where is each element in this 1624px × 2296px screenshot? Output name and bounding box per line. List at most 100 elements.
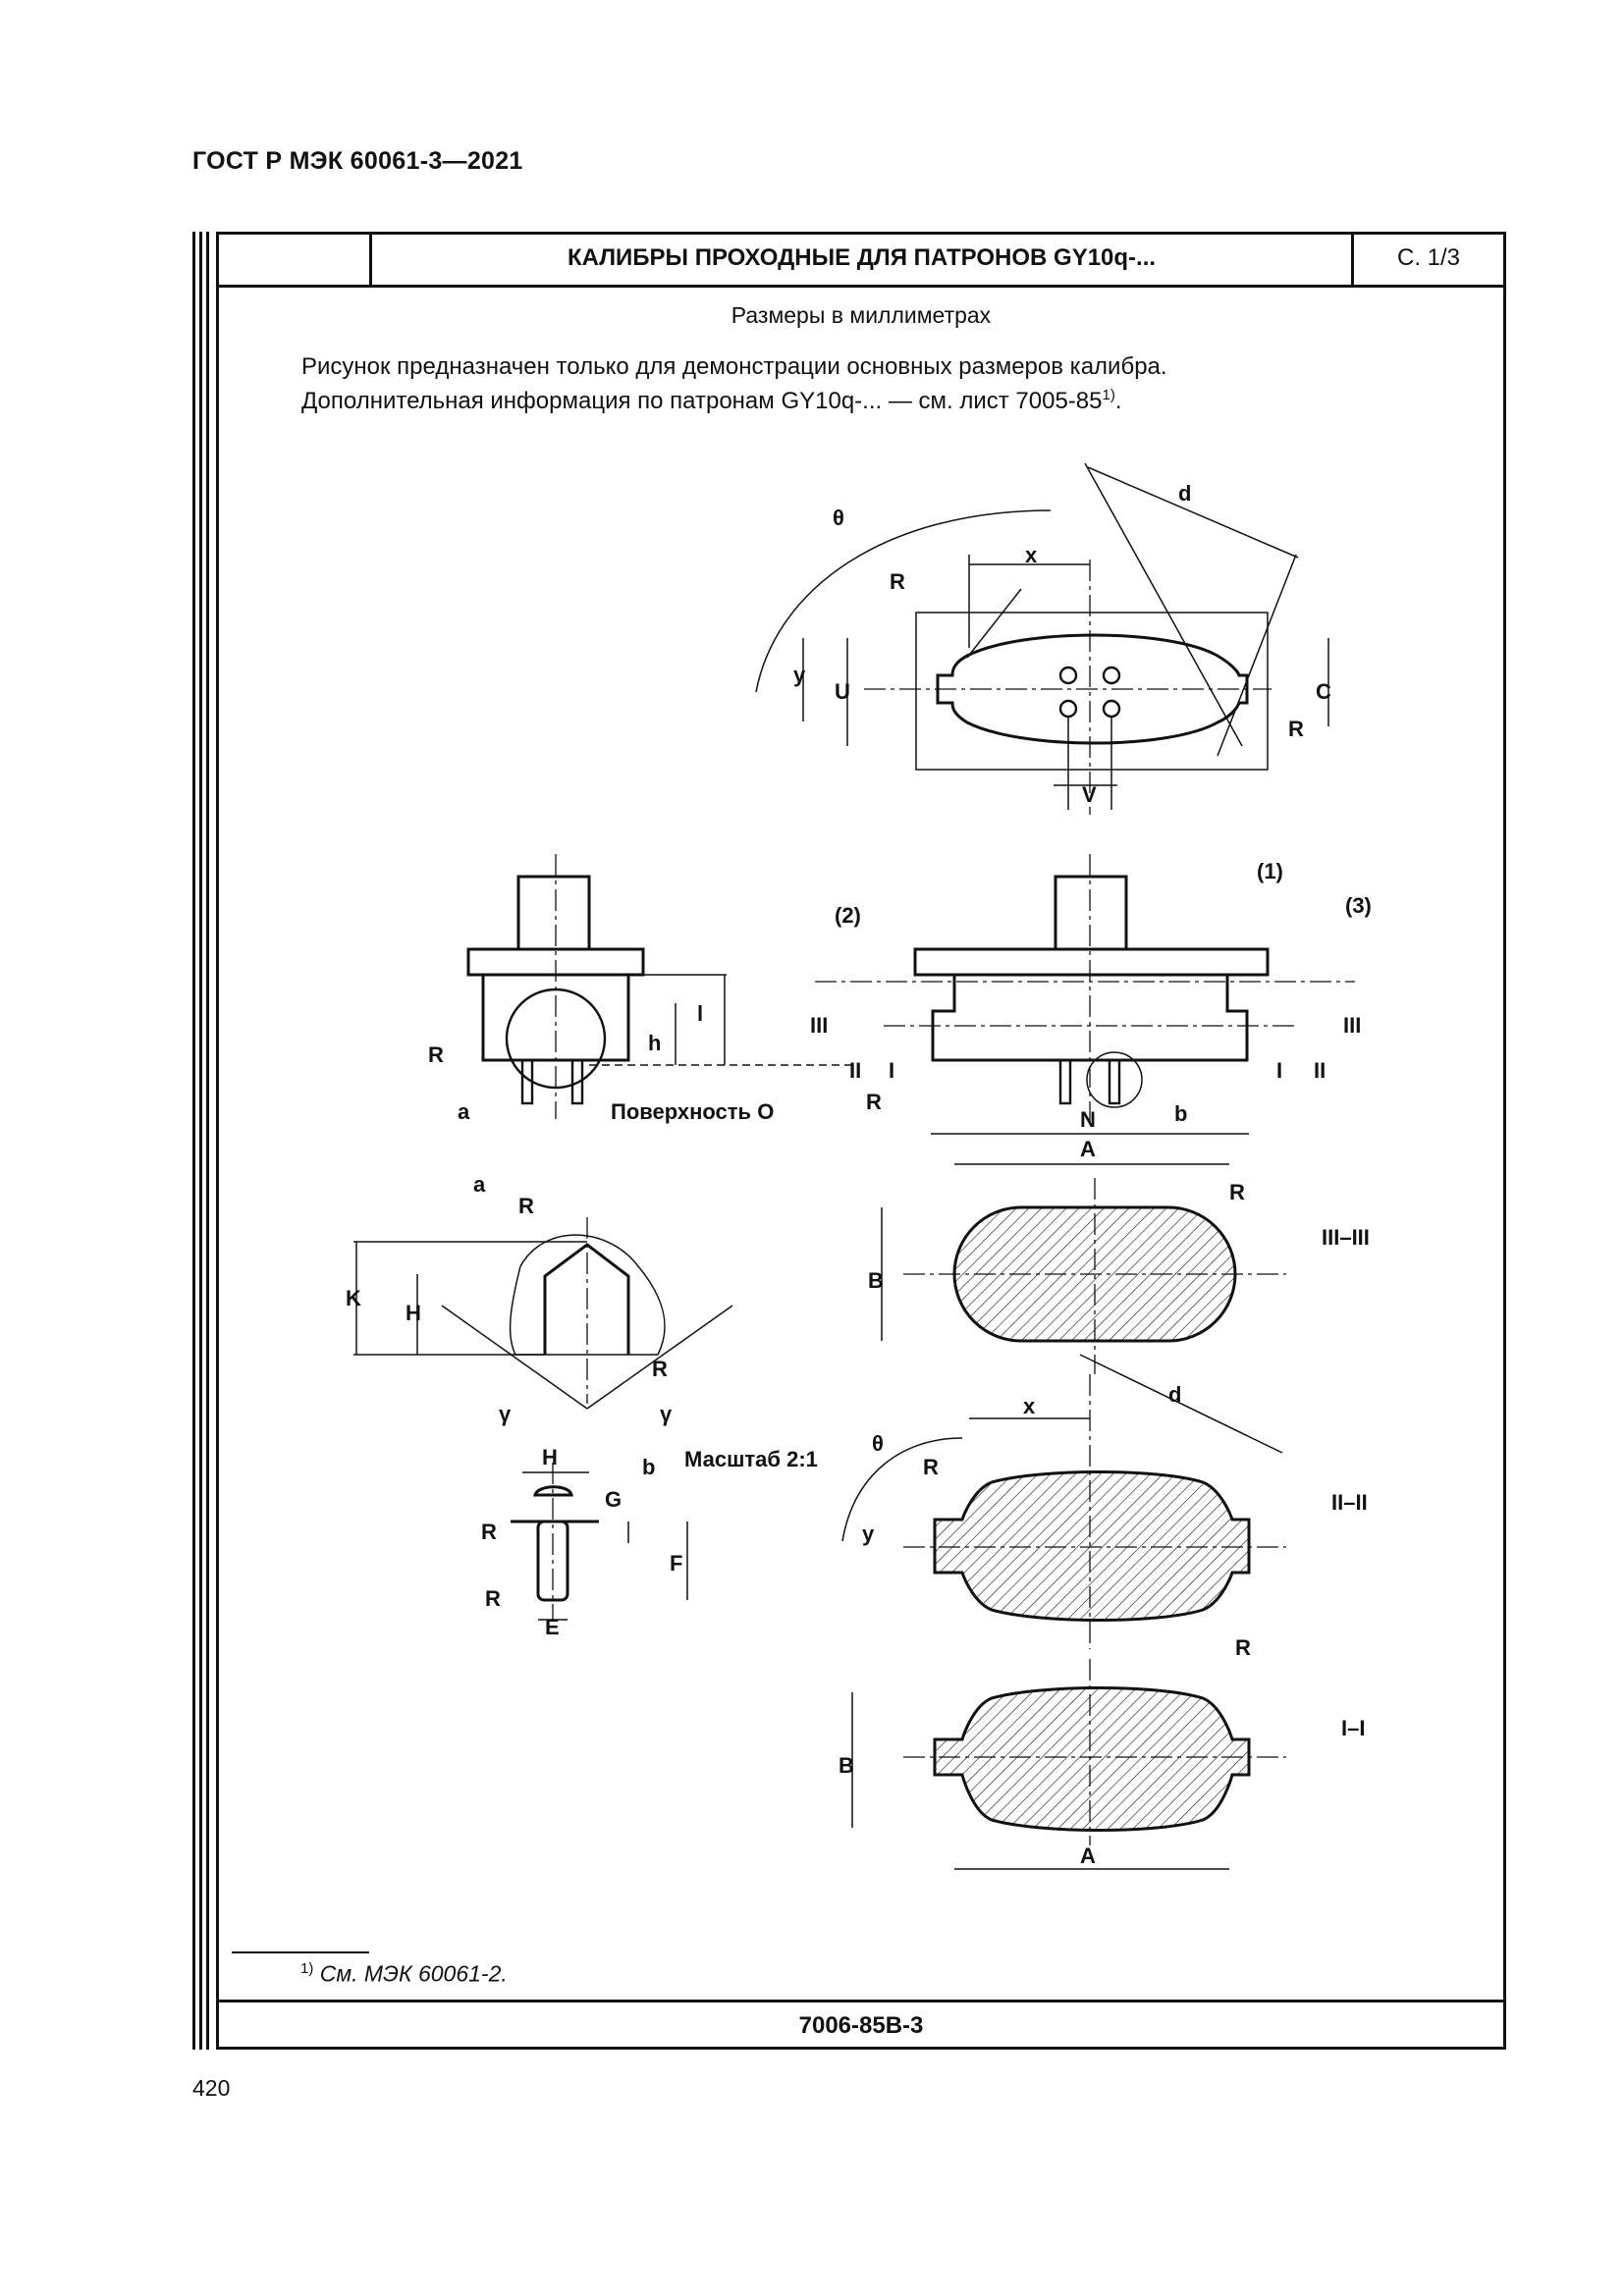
label-section-II: II–II: [1331, 1490, 1368, 1515]
section-II-shape: [933, 1470, 1251, 1622]
label-H1: H: [406, 1301, 421, 1325]
handle: [516, 875, 591, 951]
label-E: E: [545, 1615, 560, 1639]
label-A1: A: [1080, 1843, 1096, 1868]
label-theta2-2: θ: [872, 1431, 884, 1456]
section-I-I: R B A I–I: [839, 1635, 1365, 1870]
label-marker3: (3): [1345, 893, 1372, 918]
dim-d1: [1087, 466, 1299, 559]
footnote-mark: 1): [300, 1960, 314, 1977]
label-marker1: (1): [1257, 859, 1283, 883]
label-b-ref: b: [1174, 1101, 1187, 1126]
label-b: b: [642, 1455, 655, 1479]
dim-theta2-ref: [966, 588, 1022, 659]
label-R12: R: [1229, 1180, 1245, 1204]
flange: [913, 947, 1270, 977]
detail-b-pin: [536, 1520, 569, 1602]
label-R2-side: R: [428, 1042, 444, 1067]
label-H: H: [542, 1445, 558, 1469]
pin: [570, 1058, 584, 1105]
footnote-text: См. МЭК 60061-2.: [319, 1960, 508, 1987]
header-cell-divider: [369, 232, 372, 285]
page-number: 420: [192, 2075, 231, 2101]
sheet-title: КАЛИБРЫ ПРОХОДНЫЕ ДЛЯ ПАТРОНОВ GY10q-...: [567, 244, 1157, 271]
label-N: N: [1080, 1107, 1096, 1132]
front-view: (1) (2) (3) III III II II I I R N b: [810, 854, 1372, 1135]
section-II-II: θ x d R y II–II: [841, 1354, 1368, 1649]
label-B2: B: [868, 1268, 884, 1293]
intro-line-1: Рисунок предназначен только для демонстр…: [301, 353, 1167, 380]
label-R2-a: R: [652, 1357, 668, 1381]
intro-line-2-text: Дополнительная информация по патронам GY…: [301, 388, 1103, 414]
frame-margin-line: [206, 232, 209, 2050]
label-R11: R: [1235, 1635, 1251, 1660]
intro-line-2: Дополнительная информация по патронам GY…: [301, 387, 1122, 415]
label-gamma-left: γ: [499, 1402, 512, 1426]
intro-footnote-ref: 1): [1102, 387, 1115, 403]
label-marker2: (2): [835, 903, 861, 928]
label-R6: R: [485, 1586, 501, 1611]
detail-b-circle: [1086, 1051, 1143, 1108]
handle: [1054, 875, 1128, 951]
code-divider: [216, 2000, 1506, 2002]
label-G: G: [605, 1487, 622, 1512]
label-II-right: II: [1314, 1058, 1326, 1083]
label-x-2: x: [1023, 1394, 1036, 1418]
label-C: C: [1316, 679, 1331, 704]
label-R4: R: [518, 1194, 534, 1218]
label-d1: d: [1178, 481, 1191, 506]
frame-margin-line: [192, 232, 195, 2050]
label-scale: Масштаб 2:1: [684, 1447, 818, 1471]
label-III-right: III: [1343, 1013, 1361, 1038]
side-view: l h R a Поверхность О: [428, 854, 854, 1124]
label-U: U: [835, 679, 850, 704]
label-R22: R: [923, 1455, 939, 1479]
intro-line-2-end: .: [1114, 388, 1122, 414]
label-a: a: [473, 1172, 486, 1197]
pin: [1108, 1058, 1121, 1105]
pin-hole: [1058, 699, 1078, 719]
header-divider: [216, 285, 1506, 288]
label-y: y: [793, 663, 806, 687]
pin-hole: [1058, 666, 1078, 685]
units-note: Размеры в миллиметрах: [731, 302, 992, 328]
label-II-left: II: [849, 1058, 861, 1083]
top-view: θ x d R y U C R V: [755, 462, 1331, 815]
footnote-rule: [232, 1951, 369, 1953]
detail-a-angle-line: [441, 1305, 588, 1410]
sheet-page-ref: С. 1/3: [1396, 244, 1461, 271]
label-A2: A: [1080, 1137, 1096, 1161]
dim-theta2-arc: [755, 509, 1052, 693]
label-R3: R: [1288, 717, 1304, 741]
dim-d1-ext: [1217, 554, 1297, 757]
pin-hole: [1102, 666, 1121, 685]
label-x: x: [1025, 543, 1038, 567]
header-cell-divider: [1351, 232, 1354, 285]
top-view-block: [915, 612, 1269, 771]
label-I-left: I: [889, 1058, 894, 1083]
detail-a: a R K H R γ γ: [346, 1172, 733, 1426]
detail-a-outline: [509, 1234, 666, 1356]
dim-d1-ext: [1084, 462, 1243, 747]
detail-b-head: [533, 1485, 573, 1497]
detail-b: H b Масштаб 2:1 G R F R E: [481, 1445, 818, 1639]
footnote: 1) См. МЭК 60061-2.: [300, 1960, 508, 1988]
detail-a-angle-line: [586, 1305, 733, 1410]
gauge-outline: [936, 633, 1249, 745]
label-theta2: θ: [833, 506, 844, 530]
label-R2-front: R: [866, 1090, 882, 1114]
label-section-I: I–I: [1341, 1716, 1365, 1740]
pin: [1058, 1058, 1072, 1105]
dim-d2: [1079, 1354, 1283, 1454]
label-I-right: I: [1276, 1058, 1282, 1083]
label-surface-O: Поверхность О: [611, 1099, 774, 1124]
label-K: K: [346, 1286, 361, 1310]
section-III-III: A R B III–III: [868, 1137, 1370, 1374]
label-section-III: III–III: [1322, 1225, 1370, 1250]
pin: [520, 1058, 534, 1105]
sheet-frame: [216, 232, 1506, 2050]
label-F: F: [670, 1551, 682, 1575]
label-a-ref: a: [458, 1099, 470, 1124]
pin-hole: [1102, 699, 1121, 719]
